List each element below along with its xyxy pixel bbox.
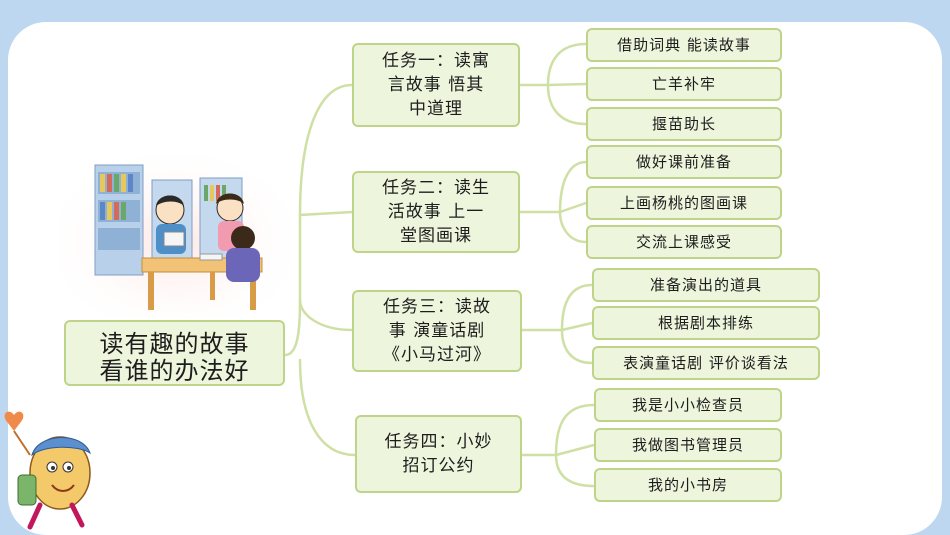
task-2-item: 上画杨桃的图画课: [586, 186, 782, 220]
topic-line-1: 读有趣的故事: [99, 330, 250, 358]
task-3-item: 准备演出的道具: [592, 268, 820, 302]
task-4-item: 我是小小检查员: [594, 388, 782, 422]
topic-line-2: 看谁的办法好: [99, 357, 250, 385]
task-1-item: 揠苗助长: [586, 107, 782, 141]
task-2: 任务二：读生 活故事 上一 堂图画课: [352, 171, 520, 253]
reading-children-illustration: [60, 150, 290, 318]
task-4: 任务四：小妙 招订公约: [355, 415, 522, 493]
task-1: 任务一：读寓 言故事 悟其 中道理: [352, 43, 520, 127]
task-3-item: 表演童话剧 评价谈看法: [592, 346, 820, 380]
task-3: 任务三：读故 事 演童话剧 《小马过河》: [352, 290, 522, 372]
topic-box: 读有趣的故事: [64, 320, 285, 386]
task-4-item: 我的小书房: [594, 468, 782, 502]
task-2-item: 交流上课感受: [586, 225, 782, 259]
task-2-item: 做好课前准备: [586, 145, 782, 179]
task-4-item: 我做图书管理员: [594, 428, 782, 462]
task-3-item: 根据剧本排练: [592, 306, 820, 340]
task-1-item: 亡羊补牢: [586, 67, 782, 101]
mascot-character: [4, 411, 91, 530]
task-1-item: 借助词典 能读故事: [586, 28, 782, 62]
